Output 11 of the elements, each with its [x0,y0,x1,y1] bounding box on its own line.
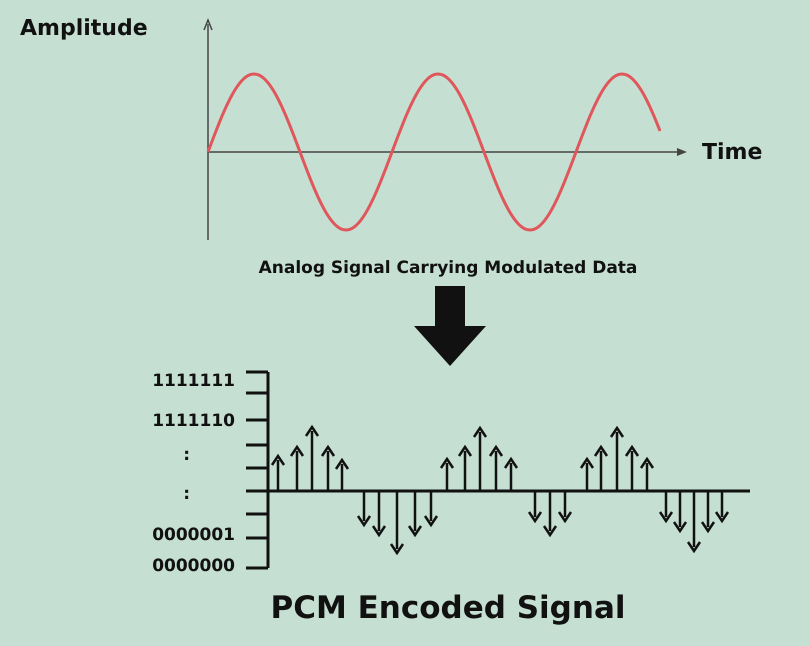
level-label: 1111110 [152,411,235,431]
plot-label: Analog Signal Carrying Modulated Data [258,258,638,278]
axis-label: Time [702,140,762,165]
arrow [414,286,486,366]
level-label: : [183,445,190,465]
level-label: 0000000 [152,556,235,576]
level-label: : [183,484,190,504]
level-label: 0000001 [152,525,235,545]
plot-label: PCM Encoded Signal [270,590,626,626]
axis-label: Amplitude [20,16,148,41]
level-label: 1111111 [152,371,235,391]
